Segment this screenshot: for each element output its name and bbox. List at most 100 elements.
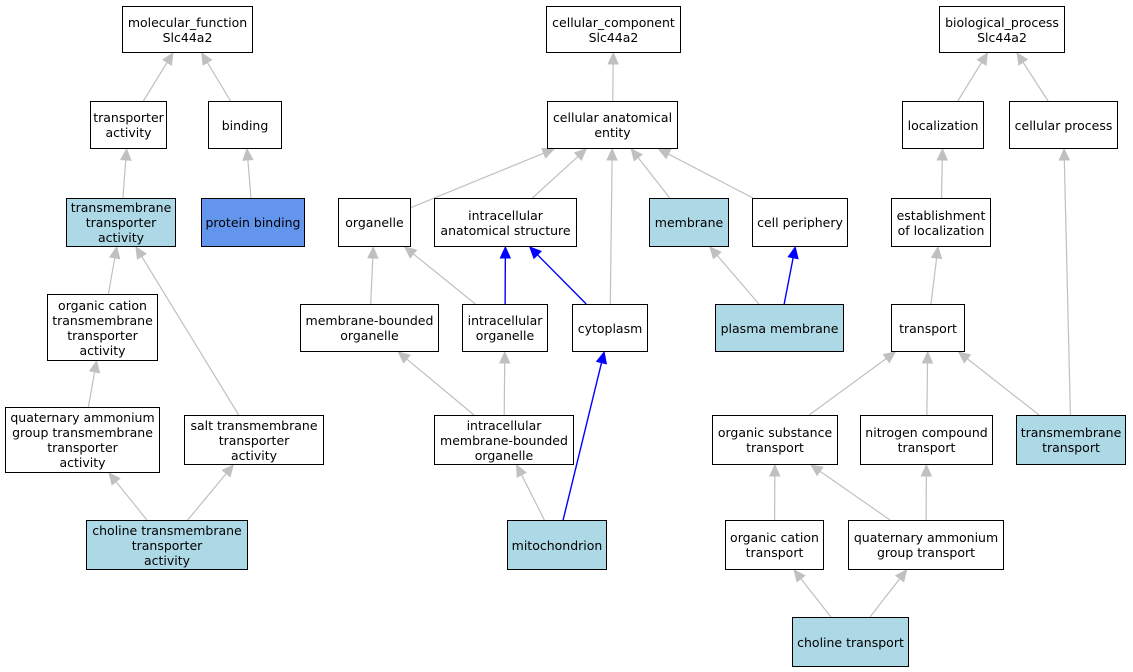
- node-localization[interactable]: localization: [902, 101, 984, 149]
- node-transmembrane-transporter-activity[interactable]: transmembrane transporter activity: [66, 198, 176, 247]
- arrowhead-organic_cation_transport-to-organic_substance_transport: [769, 463, 781, 477]
- arrowhead-choline_transport-to-quat_ammonium_transport: [894, 569, 908, 583]
- node-cellular-component-root[interactable]: cellular_component Slc44a2: [546, 6, 681, 53]
- arrowhead-intracellular_organelle-to-organelle: [403, 246, 418, 259]
- arrowhead-choline_transport-to-organic_cation_transport: [793, 569, 806, 583]
- arrowhead-establishment_of_localization-to-localization: [936, 147, 949, 161]
- node-intracellular-organelle[interactable]: intracellular organelle: [462, 304, 548, 352]
- edge-choline_tm-to-quat_ammonium_tm: [115, 481, 148, 521]
- node-molecular-function-root[interactable]: molecular_function Slc44a2: [122, 6, 253, 53]
- node-biological-process-root[interactable]: biological_process Slc44a2: [939, 6, 1065, 53]
- edge-localization-to-bp_root: [957, 62, 983, 102]
- arrowhead-organelle-to-cellular_anatomical_entity: [541, 148, 556, 159]
- edge-organelle-to-cellular_anatomical_entity: [410, 152, 544, 209]
- arrowhead-mitochondrion-to-intracellular_mbo: [516, 463, 527, 478]
- edge-salt_tm-to-tm_transporter_activity: [141, 256, 240, 416]
- edge-establishment_of_localization-to-localization: [940, 159, 943, 199]
- node-cellular-anatomical-entity[interactable]: cellular anatomical entity: [547, 101, 678, 149]
- arrowhead-transmembrane_transport-to-cellular_process: [1058, 147, 1071, 161]
- node-organic-substance-transport[interactable]: organic substance transport: [712, 415, 838, 465]
- arrowhead-cytoplasm-to-cellular_anatomical_entity: [606, 147, 618, 161]
- node-transporter-activity[interactable]: transporter activity: [90, 101, 167, 149]
- node-transmembrane-transport[interactable]: transmembrane transport: [1016, 415, 1126, 465]
- arrowhead-cytoplasm-to-intracellular_anatomical_structure: [528, 246, 542, 260]
- node-organelle[interactable]: organelle: [338, 198, 411, 247]
- edge-nitrogen_compound_transport-to-transport: [926, 362, 929, 416]
- edge-organic_cation_tm-to-tm_transporter_activity: [107, 257, 116, 295]
- edge-choline_transport-to-quat_ammonium_transport: [869, 578, 901, 618]
- arrowhead-mitochondrion-to-cytoplasm: [595, 350, 608, 365]
- node-binding[interactable]: binding: [208, 101, 282, 149]
- arrowhead-intracellular_mbo-to-intracellular_organelle: [498, 350, 511, 364]
- arrowhead-binding-to-mf_root: [201, 51, 213, 66]
- edge-choline_tm-to-salt_tm: [187, 473, 227, 521]
- edge-cytoplasm-to-cellular_anatomical_entity: [609, 159, 613, 305]
- edge-intracellular_anatomical_structure-to-cellular_anatomical_entity: [531, 155, 579, 199]
- arrowhead-tm_transporter_activity-to-transporter_activity: [120, 147, 132, 161]
- edge-quat_ammonium_tm-to-organic_cation_tm: [87, 371, 96, 408]
- arrowhead-plasma_membrane-to-cell_periphery: [787, 245, 799, 260]
- edge-protein_binding-to-binding: [247, 159, 252, 199]
- arrowhead-cell_periphery-to-cellular_anatomical_entity: [657, 148, 672, 160]
- arrowhead-choline_tm-to-quat_ammonium_tm: [108, 472, 121, 486]
- node-protein-binding[interactable]: protein binding: [201, 198, 305, 247]
- node-quaternary-ammonium-group-transport[interactable]: quaternary ammonium group transport: [848, 520, 1004, 570]
- node-membrane[interactable]: membrane: [649, 198, 729, 247]
- arrowhead-organic_substance_transport-to-transport: [882, 351, 897, 364]
- arrowhead-intracellular_anatomical_structure-to-cellular_anatomical_entity: [573, 148, 588, 162]
- node-cell-periphery[interactable]: cell periphery: [752, 198, 848, 247]
- edge-mitochondrion-to-intracellular_mbo: [521, 474, 545, 521]
- node-salt-transmembrane-transporter-activity[interactable]: salt transmembrane transporter activity: [184, 415, 324, 465]
- arrowhead-quat_ammonium_transport-to-nitrogen_compound_transport: [920, 463, 933, 477]
- arrowhead-cellular_anatomical_entity-to-cc_root: [607, 51, 619, 65]
- edge-tm_transporter_activity-to-transporter_activity: [122, 159, 127, 199]
- arrowhead-nitrogen_compound_transport-to-transport: [921, 350, 934, 364]
- arrowhead-intracellular_organelle-to-intracellular_anatomical_structure: [499, 245, 512, 259]
- arrowhead-localization-to-bp_root: [976, 51, 989, 66]
- arrowhead-transporter_activity-to-mf_root: [162, 51, 174, 66]
- node-establishment-of-localization[interactable]: establishment of localization: [891, 198, 991, 247]
- node-quaternary-ammonium-group-transmembrane-transporter-activity[interactable]: quaternary ammonium group transmembrane …: [5, 407, 160, 473]
- edge-quat_ammonium_transport-to-organic_substance_transport: [819, 470, 891, 521]
- edge-membrane-to-cellular_anatomical_entity: [637, 157, 671, 199]
- arrowhead-transport-to-establishment_of_localization: [930, 245, 943, 260]
- arrowhead-membrane-to-cellular_anatomical_entity: [630, 148, 643, 162]
- edge-intracellular_mbo-to-membrane_bounded_organelle: [406, 358, 475, 416]
- node-organic-cation-transmembrane-transporter-activity[interactable]: organic cation transmembrane transporter…: [47, 294, 158, 361]
- edge-choline_transport-to-organic_cation_transport: [800, 578, 832, 618]
- node-intracellular-anatomical-structure[interactable]: intracellular anatomical structure: [434, 198, 577, 247]
- edge-plasma_membrane-to-cell_periphery: [783, 257, 794, 305]
- arrowhead-transmembrane_transport-to-transport: [957, 351, 972, 364]
- node-plasma-membrane[interactable]: plasma membrane: [715, 304, 844, 352]
- node-transport[interactable]: transport: [891, 304, 965, 352]
- node-membrane-bounded-organelle[interactable]: membrane-bounded organelle: [300, 304, 439, 352]
- edge-transmembrane_transport-to-cellular_process: [1063, 159, 1072, 416]
- edge-binding-to-mf_root: [206, 62, 232, 102]
- edge-plasma_membrane-to-membrane: [716, 254, 760, 305]
- node-choline-transport[interactable]: choline transport: [792, 617, 909, 667]
- edge-cellular_process-to-bp_root: [1022, 61, 1049, 102]
- arrowhead-plasma_membrane-to-membrane: [709, 246, 722, 260]
- edge-intracellular_organelle-to-organelle: [412, 253, 476, 305]
- arrowhead-choline_tm-to-salt_tm: [221, 464, 235, 478]
- edge-membrane_bounded_organelle-to-organelle: [370, 257, 374, 305]
- arrowhead-salt_tm-to-tm_transporter_activity: [135, 245, 147, 260]
- edge-transport-to-establishment_of_localization: [930, 257, 938, 305]
- node-intracellular-membrane-bounded-organelle[interactable]: intracellular membrane-bounded organelle: [434, 415, 574, 465]
- arrowhead-protein_binding-to-binding: [242, 147, 254, 161]
- node-organic-cation-transport[interactable]: organic cation transport: [725, 520, 824, 570]
- node-cellular-process[interactable]: cellular process: [1009, 101, 1118, 149]
- edge-cell_periphery-to-cellular_anatomical_entity: [668, 153, 754, 199]
- node-mitochondrion[interactable]: mitochondrion: [507, 520, 607, 570]
- node-nitrogen-compound-transport[interactable]: nitrogen compound transport: [860, 415, 993, 465]
- edge-mitochondrion-to-cytoplasm: [562, 362, 603, 521]
- node-choline-transmembrane-transporter-activity[interactable]: choline transmembrane transporter activi…: [86, 520, 248, 570]
- edge-transporter_activity-to-mf_root: [142, 62, 168, 102]
- node-cytoplasm[interactable]: cytoplasm: [572, 304, 648, 352]
- edge-transmembrane_transport-to-transport: [966, 358, 1040, 416]
- arrowhead-quat_ammonium_tm-to-organic_cation_tm: [88, 359, 101, 374]
- arrowhead-cellular_process-to-bp_root: [1016, 51, 1029, 66]
- edge-cytoplasm-to-intracellular_anatomical_structure: [537, 254, 587, 305]
- arrowhead-membrane_bounded_organelle-to-organelle: [367, 245, 379, 259]
